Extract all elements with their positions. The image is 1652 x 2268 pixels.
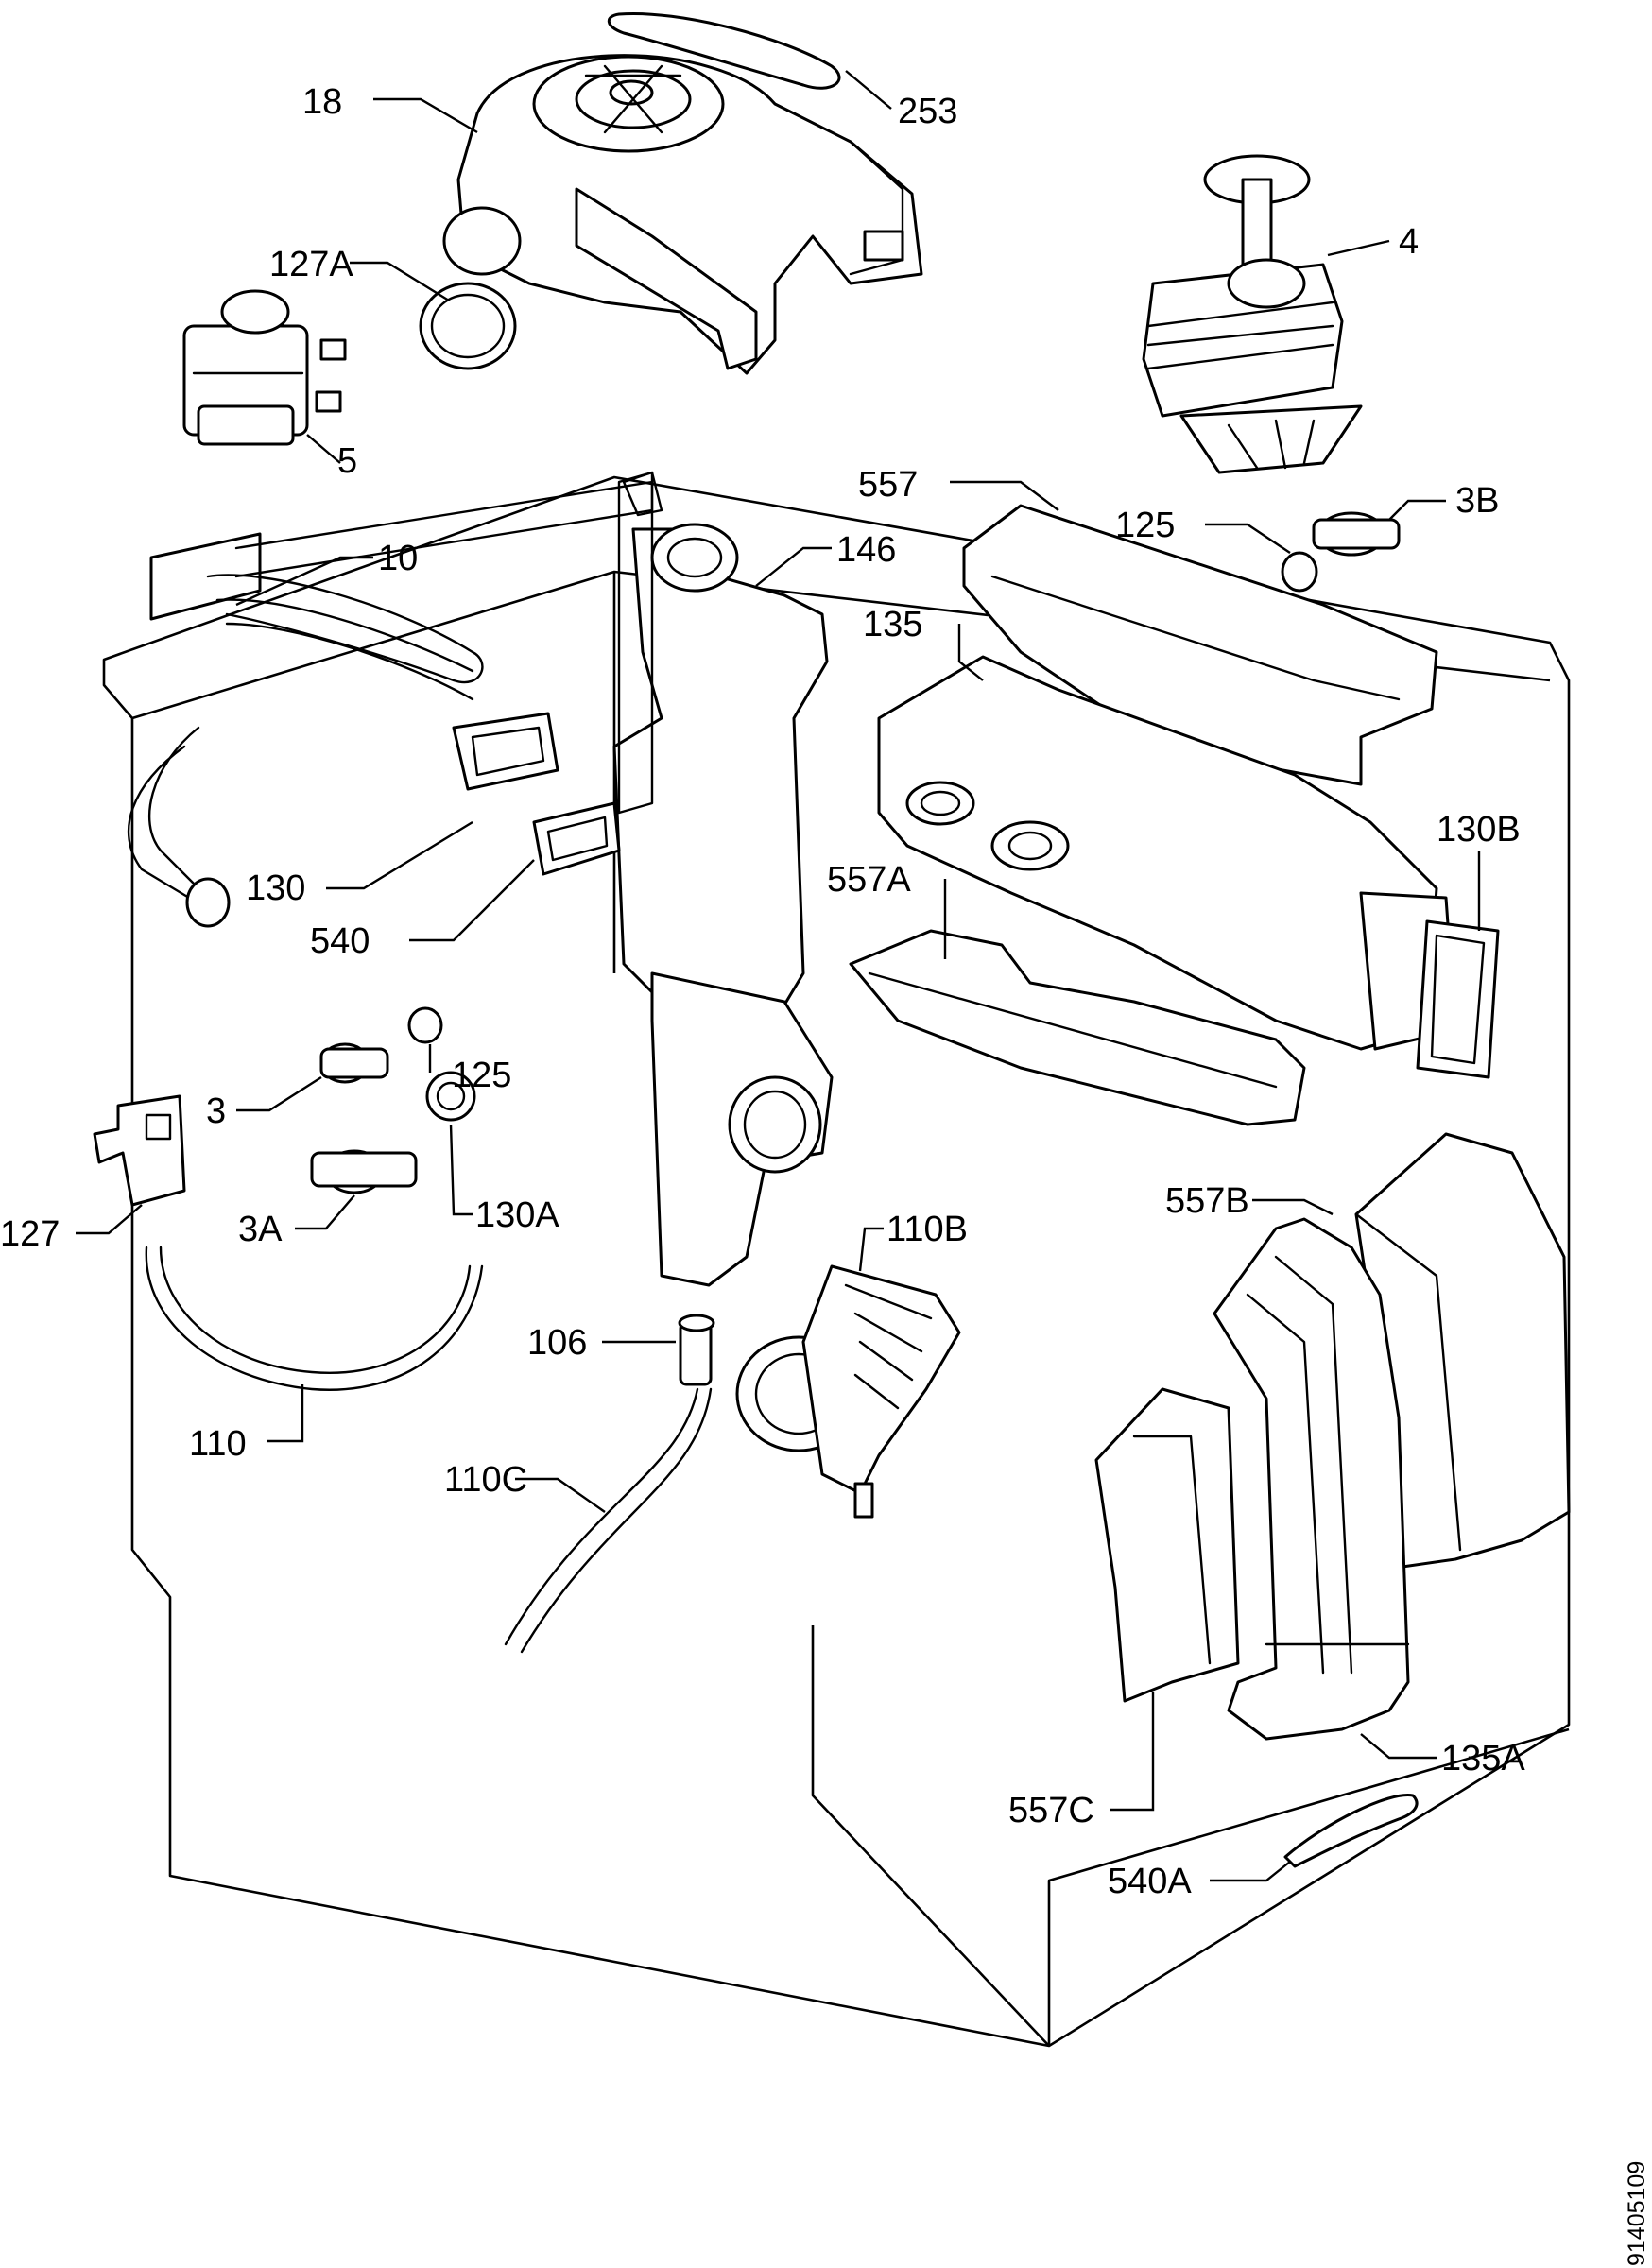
label-557B: 557B (1165, 1181, 1249, 1221)
switch-127 (93, 1094, 186, 1207)
drawing-code: 91405109 (1624, 2161, 1650, 2266)
label-557C: 557C (1008, 1791, 1094, 1830)
label-106: 106 (527, 1323, 587, 1363)
o-ring-125-lower (407, 1006, 443, 1044)
label-540A: 540A (1108, 1862, 1192, 1901)
bellows-110B (735, 1264, 961, 1519)
label-3A: 3A (238, 1210, 283, 1249)
panel-557C (1094, 1387, 1240, 1703)
label-135A: 135A (1441, 1739, 1525, 1778)
label-110B: 110B (886, 1210, 968, 1249)
part-labels: 253 18 127A 4 5 557 125 3B 10 146 135 13… (0, 82, 1525, 1901)
hose-110C (504, 1387, 713, 1654)
label-135: 135 (863, 605, 922, 644)
thermostat-3 (319, 1042, 389, 1084)
seal-130A (425, 1071, 476, 1122)
seal-127A (419, 282, 517, 370)
label-10: 10 (378, 539, 418, 578)
water-valve-5 (182, 289, 347, 446)
label-130: 130 (246, 868, 305, 908)
air-duct-146 (612, 471, 834, 1287)
o-ring-125-upper (1281, 551, 1318, 593)
gasket-540A (1283, 1794, 1419, 1868)
air-duct-135A (1213, 1217, 1410, 1741)
label-125-lower: 125 (452, 1056, 511, 1095)
nozzle-106 (678, 1314, 715, 1386)
label-3B: 3B (1455, 481, 1499, 521)
label-557: 557 (858, 465, 918, 505)
label-110C: 110C (444, 1460, 527, 1500)
hose-110 (145, 1246, 484, 1391)
fan-housing-18 (442, 54, 923, 375)
cover-557 (962, 504, 1438, 786)
thermostat-3B (1312, 511, 1401, 557)
label-253: 253 (898, 92, 957, 131)
cover-557A (849, 929, 1306, 1126)
label-127A: 127A (269, 245, 353, 284)
label-4: 4 (1399, 222, 1419, 262)
label-125-upper: 125 (1115, 506, 1175, 545)
label-3: 3 (206, 1091, 226, 1131)
leader-lines (76, 70, 1481, 1882)
label-5: 5 (337, 441, 357, 481)
label-130B: 130B (1437, 810, 1521, 850)
label-130A: 130A (475, 1195, 559, 1235)
label-146: 146 (836, 530, 896, 570)
label-127: 127 (0, 1214, 60, 1254)
label-110: 110 (189, 1424, 247, 1464)
label-557A: 557A (827, 860, 911, 900)
thermostat-3A (310, 1149, 418, 1194)
motor-4 (1142, 154, 1363, 474)
gasket-130B (1416, 919, 1500, 1079)
label-540: 540 (310, 921, 370, 961)
drive-belt-253 (607, 11, 841, 90)
heating-element-10 (127, 471, 663, 928)
gasket-540 (532, 801, 621, 876)
label-18: 18 (302, 82, 342, 122)
